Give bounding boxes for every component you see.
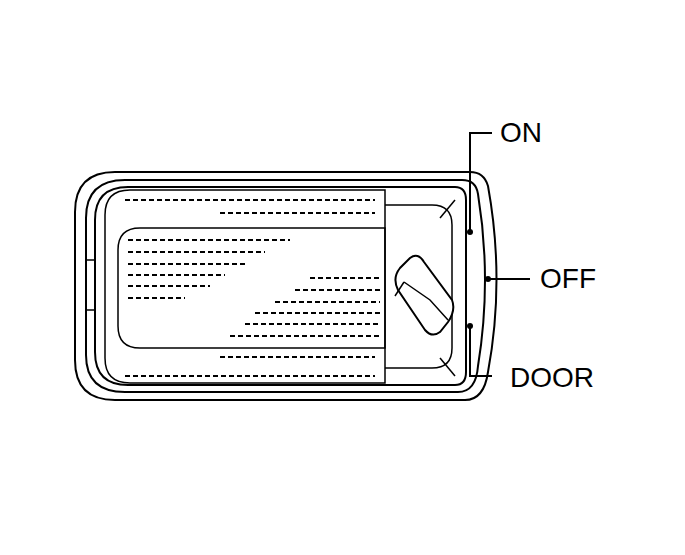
switch-position-label: ON: [500, 119, 542, 147]
lens-pattern: [125, 200, 380, 376]
lamp-housing: [75, 172, 497, 400]
leader-lines: [470, 133, 530, 376]
switch-position-label: DOOR: [510, 364, 594, 392]
leader-dots: [467, 229, 491, 329]
switch-position-label: OFF: [540, 265, 596, 293]
